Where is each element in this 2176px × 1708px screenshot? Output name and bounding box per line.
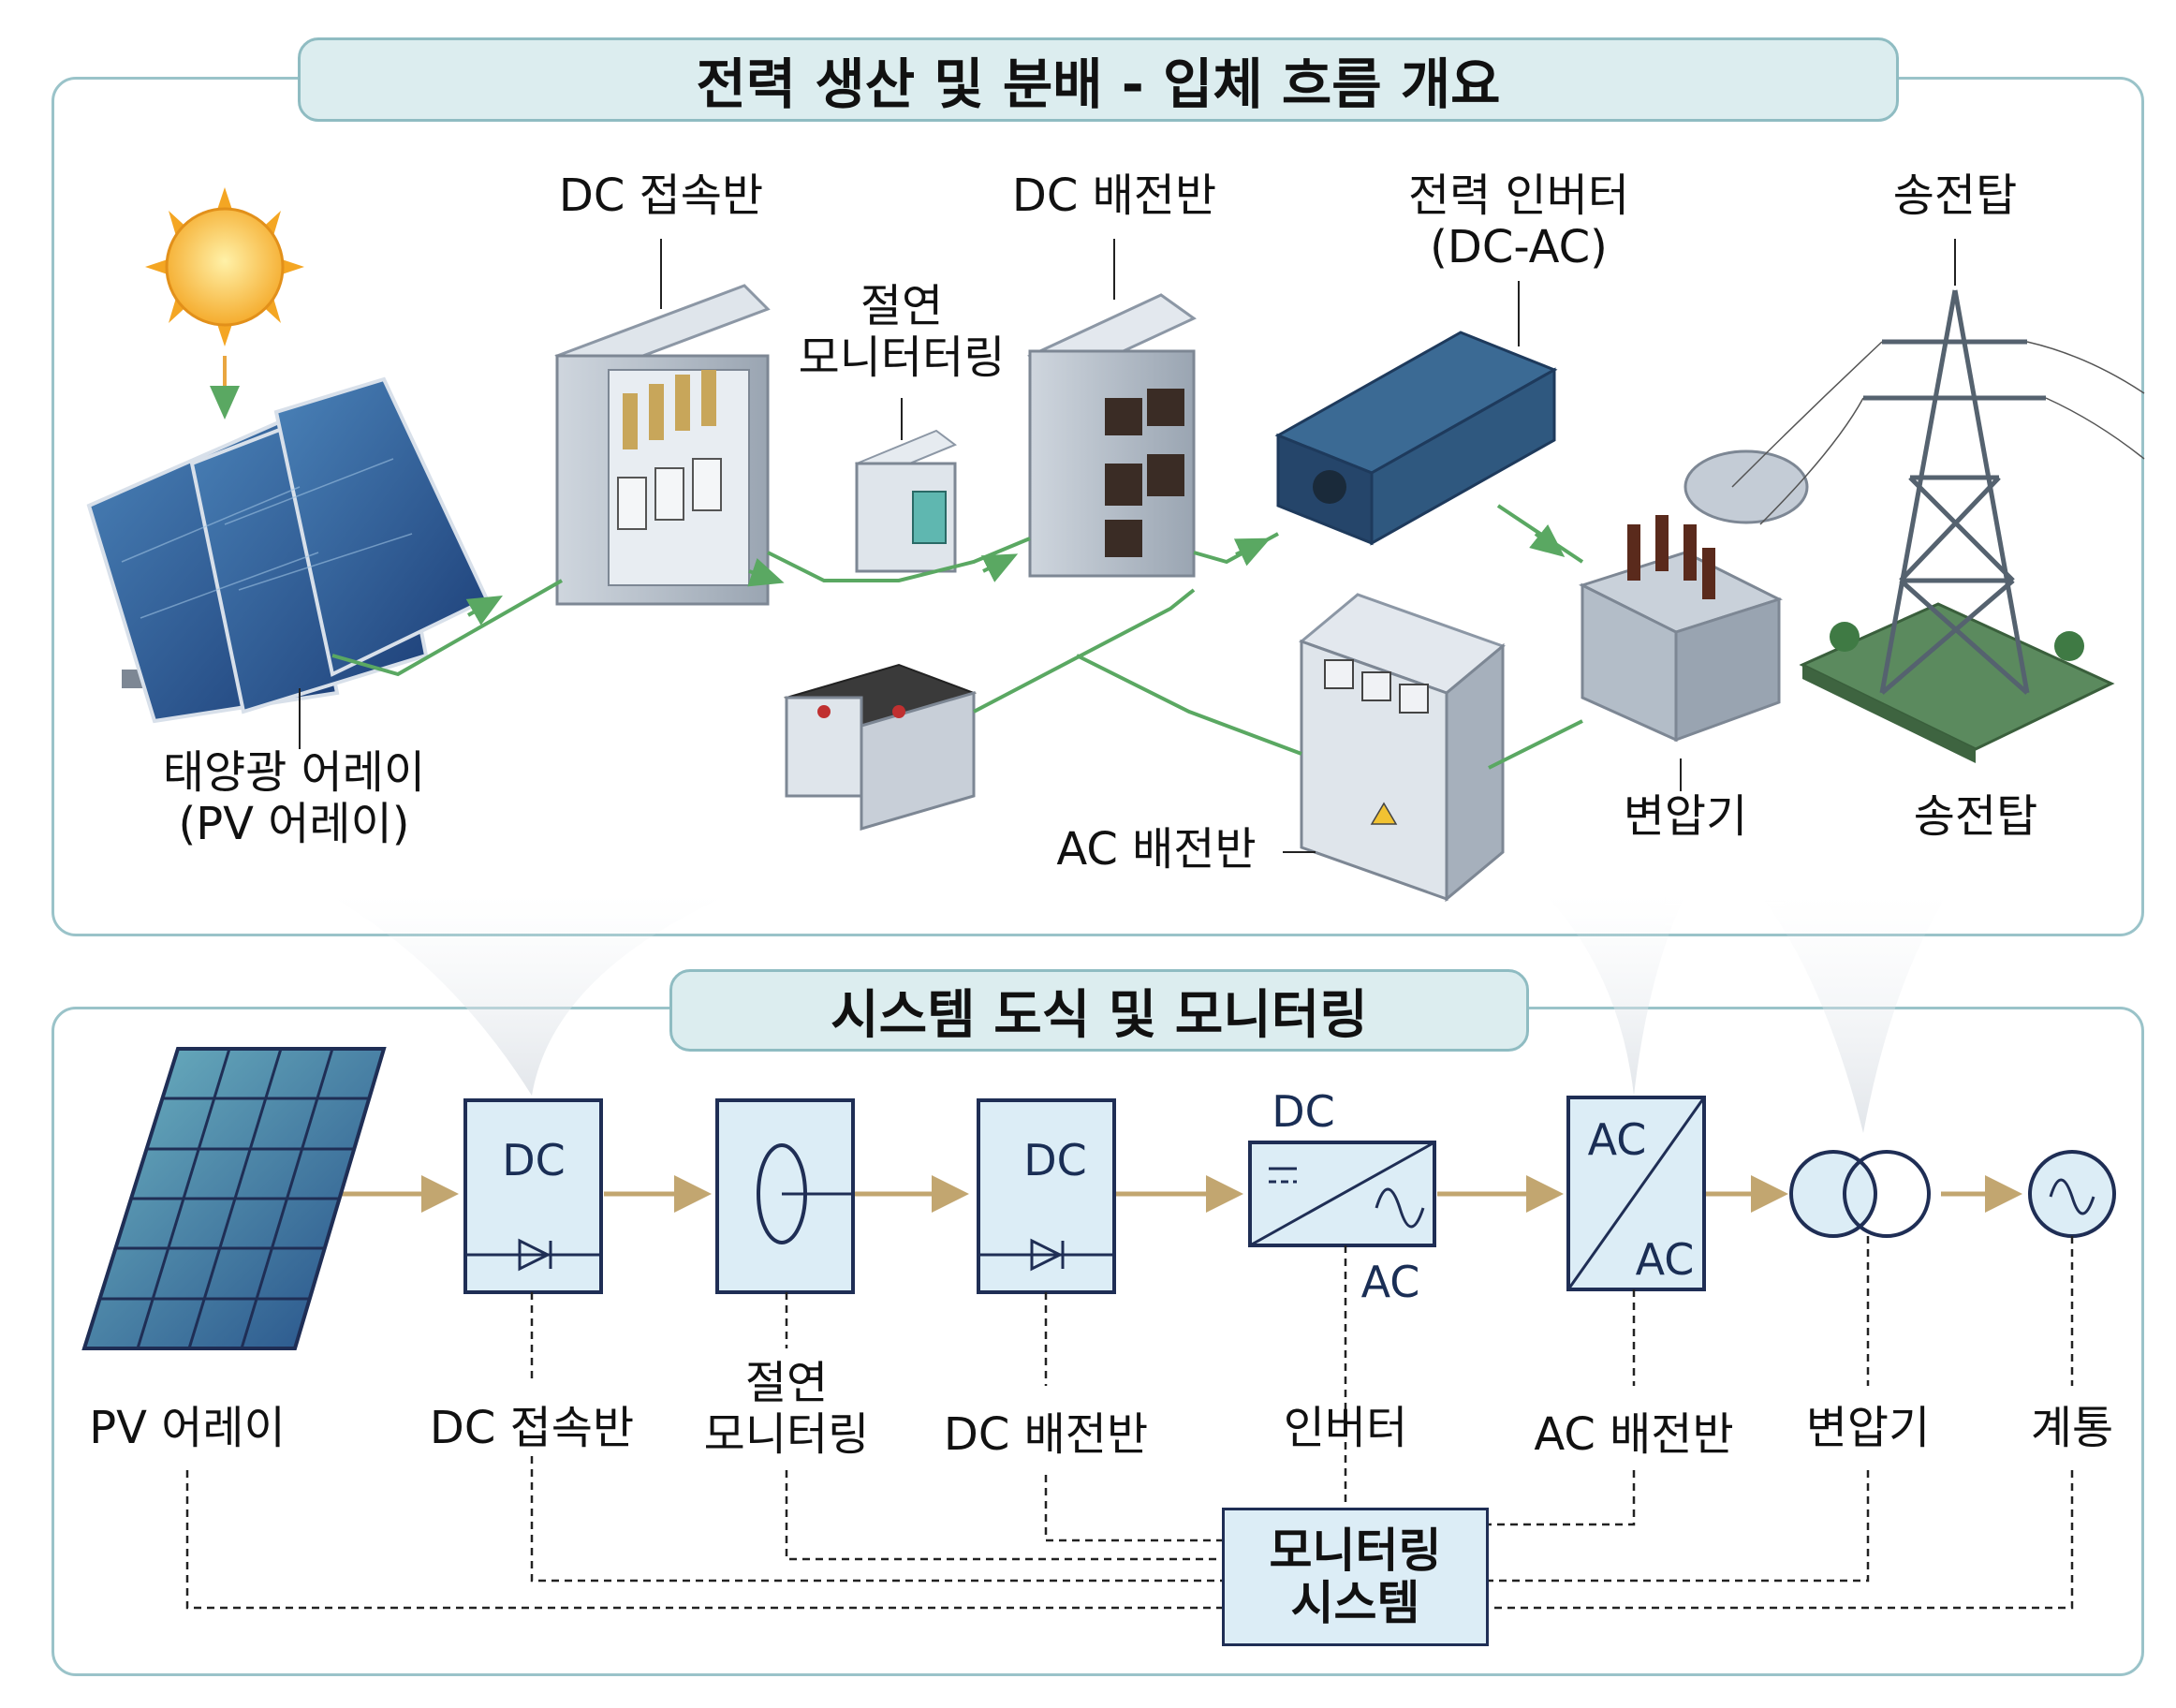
schematic-label-inverter: 인버터 (1283, 1402, 1408, 1454)
schematic-pv-array (81, 1047, 387, 1350)
ac-distribution-illustration (1283, 593, 1506, 903)
schematic-title: 시스템 도식 및 모니터링 (669, 969, 1529, 1052)
power-flow-lines (331, 504, 1584, 770)
page-title: 전력 생산 및 분배 - 입체 흐름 개요 (298, 37, 1899, 122)
label-ac-distribution: AC 배전반 (1056, 823, 1257, 876)
label-pv-array: 태양광 어레이 (PV 어레이) (163, 747, 425, 849)
monitoring-connections (185, 1236, 2074, 1610)
symbol-dc-text-combiner: DC (502, 1135, 566, 1185)
label-tower-bottom: 송전탑 (1913, 790, 2038, 843)
label-inverter-line2: (DC-AC) (1430, 220, 1608, 273)
monitoring-system-line2: 시스템 (1290, 1576, 1420, 1630)
schematic-label-insulation: 절연 모니터링 (704, 1358, 870, 1460)
schematic-label-insulation-line2: 모니터링 (703, 1407, 870, 1461)
schematic-label-grid: 계통 (2030, 1402, 2114, 1454)
label-pv-array-line2: (PV 어레이) (178, 797, 410, 850)
schematic-label-transformer: 변압기 (1805, 1402, 1931, 1454)
transformer-illustration (1579, 449, 1809, 791)
sun-icon (145, 187, 304, 420)
dc-distribution-illustration (1027, 239, 1197, 578)
schematic-insulation-monitor (715, 1098, 855, 1294)
symbol-dc-text-inverter: DC (1272, 1086, 1335, 1137)
dc-combiner-illustration (554, 239, 771, 606)
schematic-dc-distribution (977, 1098, 1116, 1294)
label-dc-distribution: DC 배전반 (1011, 169, 1217, 222)
label-transformer: 변압기 (1623, 790, 1748, 843)
inverter-illustration (1274, 281, 1558, 546)
tower-illustration (1731, 239, 2145, 763)
schematic-inverter (1248, 1141, 1436, 1247)
insulation-monitor-illustration (854, 398, 958, 573)
schematic-dc-combiner (463, 1098, 603, 1294)
label-insulation-line2: 모니터터링 (798, 331, 1006, 384)
label-inverter: 전력 인버터 (DC-AC) (1408, 170, 1629, 272)
pv-array-illustration (86, 376, 490, 749)
symbol-ac-text-bottom: AC (1635, 1234, 1695, 1285)
connector-funnels (328, 894, 1948, 1133)
schematic-ac-distribution (1566, 1096, 1706, 1291)
schematic-label-insulation-line1: 절연 (744, 1357, 829, 1409)
symbol-dc-text-distribution: DC (1023, 1135, 1087, 1185)
label-inverter-line1: 전력 인버터 (1407, 169, 1630, 222)
schematic-transformer (1789, 1150, 1931, 1238)
schematic-label-pv: PV 어레이 (89, 1402, 286, 1454)
monitoring-system-line1: 모니터링 (1269, 1524, 1442, 1578)
label-insulation-line1: 절연 (860, 280, 944, 332)
label-tower-top: 송전탑 (1892, 169, 2018, 222)
symbol-ac-text-inverter: AC (1360, 1257, 1420, 1307)
label-insulation: 절연 모니터터링 (799, 281, 1006, 383)
monitoring-system-box: 모니터링 시스템 (1222, 1508, 1489, 1646)
battery-illustration (783, 663, 978, 831)
label-pv-array-line1: 태양광 어레이 (162, 746, 426, 799)
schematic-label-dc-combiner: DC 접속반 (429, 1402, 635, 1454)
label-dc-combiner: DC 접속반 (558, 169, 764, 222)
schematic-grid (2028, 1150, 2116, 1238)
schematic-label-ac-distribution: AC 배전반 (1534, 1408, 1734, 1461)
symbol-ac-text-top: AC (1587, 1114, 1647, 1165)
schematic-label-dc-distribution: DC 배전반 (943, 1408, 1149, 1461)
